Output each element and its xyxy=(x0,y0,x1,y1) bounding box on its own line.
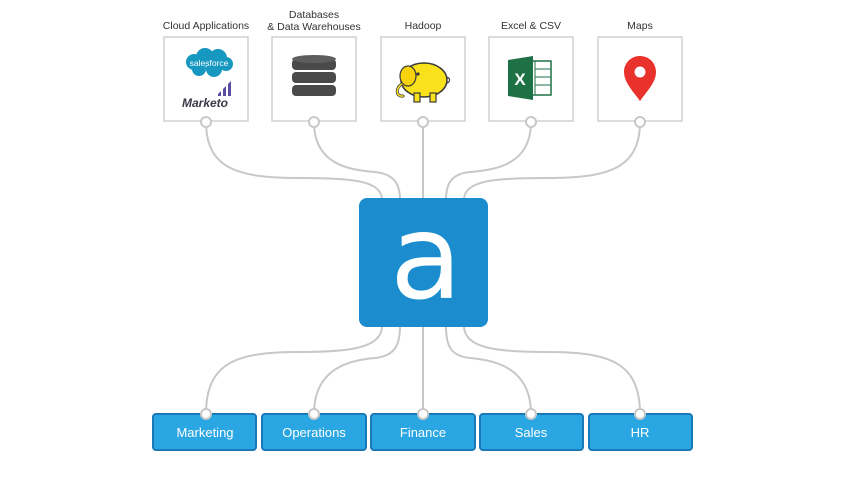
connector-hr xyxy=(463,325,641,415)
hub-box[interactable] xyxy=(359,198,488,327)
connector-excel xyxy=(445,121,532,201)
destination-label-marketing: Marketing xyxy=(176,425,233,440)
destination-handle-marketing[interactable] xyxy=(200,408,212,420)
source-label-hadoop: Hadoop xyxy=(405,20,442,32)
source-handle-hadoop[interactable] xyxy=(417,116,429,128)
destination-label-operations: Operations xyxy=(282,425,346,440)
source-label-excel-csv: Excel & CSV xyxy=(501,20,561,32)
excel-icon: X xyxy=(508,56,552,100)
marketo-logo-text: Marketo xyxy=(182,96,228,110)
connector-sales xyxy=(445,325,532,415)
marketo-logo: Marketo xyxy=(182,81,231,110)
destination-label-finance: Finance xyxy=(400,425,446,440)
source-label-maps: Maps xyxy=(627,20,653,32)
destination-handle-operations[interactable] xyxy=(308,408,320,420)
connector-cloud-applications xyxy=(205,121,383,201)
destination-buttons: Marketing Operations Finance Sales HR xyxy=(152,413,693,451)
source-label-databases-line1: Databases xyxy=(289,9,339,21)
source-handle-maps[interactable] xyxy=(634,116,646,128)
connector-marketing xyxy=(205,325,383,415)
destination-handle-hr[interactable] xyxy=(634,408,646,420)
salesforce-logo-text: salesforce xyxy=(190,58,229,68)
connector-databases xyxy=(313,121,401,201)
source-handle-cloud-applications[interactable] xyxy=(200,116,212,128)
destination-handle-finance[interactable] xyxy=(417,408,429,420)
database-icon xyxy=(292,55,336,96)
salesforce-logo: salesforce xyxy=(186,48,233,77)
connector-operations xyxy=(313,325,401,415)
map-pin-icon xyxy=(624,56,656,101)
source-label-databases-line2: & Data Warehouses xyxy=(267,21,361,33)
alteryx-logo[interactable]: a xyxy=(359,188,488,327)
connector-maps xyxy=(463,121,641,201)
destination-connectors xyxy=(205,325,641,415)
destination-handle-sales[interactable] xyxy=(525,408,537,420)
source-handle-excel-csv[interactable] xyxy=(525,116,537,128)
source-handles xyxy=(200,116,646,128)
destination-handles xyxy=(200,408,646,420)
source-connectors xyxy=(205,121,641,201)
destination-label-hr: HR xyxy=(631,425,650,440)
excel-icon-letter: X xyxy=(514,70,526,89)
source-label-cloud-applications: Cloud Applications xyxy=(163,20,249,32)
source-labels: Cloud Applications Databases & Data Ware… xyxy=(163,9,653,33)
destination-label-sales: Sales xyxy=(515,425,548,440)
source-cards xyxy=(163,36,683,122)
source-handle-databases[interactable] xyxy=(308,116,320,128)
hub-letter: a xyxy=(390,188,462,326)
hadoop-elephant-icon xyxy=(395,62,451,103)
